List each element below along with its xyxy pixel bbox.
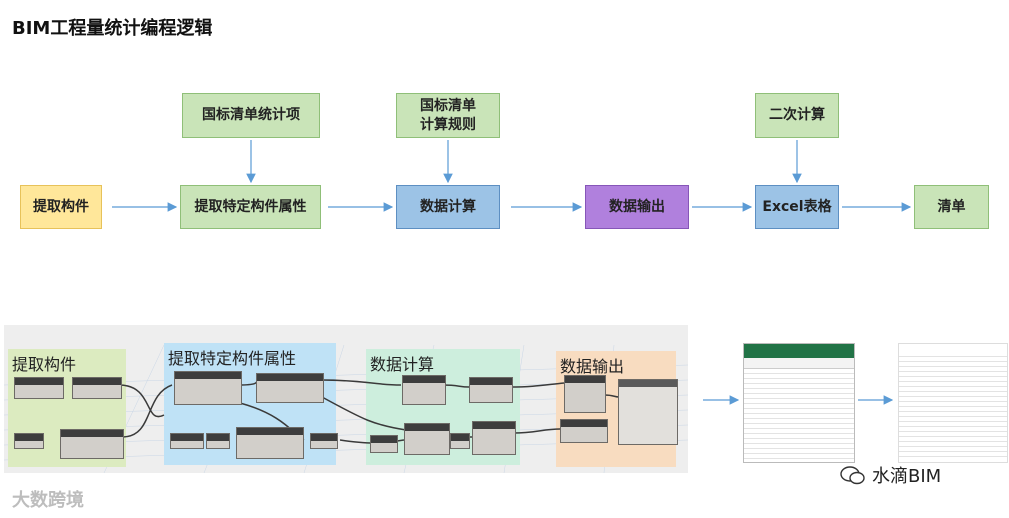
page-title: BIM工程量统计编程逻辑 xyxy=(12,18,213,39)
bill-list-screenshot xyxy=(898,343,1008,463)
dynamo-node xyxy=(256,373,324,403)
box-label: 数据计算 xyxy=(420,198,476,215)
wechat-icon xyxy=(840,466,865,485)
box-label: 国标清单统计项 xyxy=(202,107,300,124)
box-shuju-shuchu: 数据输出 xyxy=(585,185,689,229)
dynamo-node xyxy=(404,423,450,455)
dynamo-node xyxy=(170,433,204,449)
watermark-right: 水滴BIM xyxy=(840,462,941,488)
dynamo-node xyxy=(450,433,470,449)
excel-screenshot xyxy=(743,343,855,463)
dynamo-node xyxy=(469,377,513,403)
box-shuju-jisuan: 数据计算 xyxy=(396,185,500,229)
dynamo-node xyxy=(402,375,446,405)
box-label: 二次计算 xyxy=(769,107,825,124)
dynamo-node xyxy=(72,377,122,399)
box-guojia-qingdan-guize: 国标清单 计算规则 xyxy=(396,93,500,138)
box-label: 清单 xyxy=(937,198,966,215)
dynamo-node xyxy=(174,371,242,405)
dynamo-node xyxy=(560,419,608,443)
watermark-left: 大数跨境 xyxy=(12,490,84,511)
box-label: 国标清单 计算规则 xyxy=(420,97,476,133)
dynamo-node xyxy=(14,377,64,399)
dynamo-node xyxy=(14,433,44,449)
group-label: 提取构件 xyxy=(12,355,77,374)
box-label: 数据输出 xyxy=(609,198,665,215)
box-tiqu-goujian: 提取构件 xyxy=(20,185,102,229)
group-label: 数据计算 xyxy=(370,355,435,374)
dynamo-node xyxy=(564,375,606,413)
dynamo-node xyxy=(310,433,338,449)
dynamo-node xyxy=(618,379,678,445)
box-qingdan: 清单 xyxy=(914,185,989,229)
dynamo-node xyxy=(472,421,516,455)
dynamo-node xyxy=(206,433,230,449)
dynamo-graph: 提取构件 提取特定构件属性 数据计算 数据输出 xyxy=(4,325,688,473)
bill-rows xyxy=(899,352,1007,457)
excel-ribbon xyxy=(744,344,854,358)
watermark-right-text: 水滴BIM xyxy=(872,466,942,487)
box-erci-jisuan: 二次计算 xyxy=(755,93,839,138)
group-label: 数据输出 xyxy=(560,357,625,376)
box-excel: Excel表格 xyxy=(755,185,839,229)
box-guojia-qingdan-xiang: 国标清单统计项 xyxy=(182,93,320,138)
box-label: 提取特定构件属性 xyxy=(194,198,307,215)
group-label: 提取特定构件属性 xyxy=(168,349,297,368)
dynamo-node xyxy=(370,435,398,453)
excel-rows xyxy=(744,369,854,462)
box-label: Excel表格 xyxy=(762,198,832,215)
dynamo-node xyxy=(60,429,124,459)
box-label: 提取构件 xyxy=(33,198,89,215)
box-tiqu-shuxing: 提取特定构件属性 xyxy=(180,185,321,229)
dynamo-node xyxy=(236,427,304,459)
